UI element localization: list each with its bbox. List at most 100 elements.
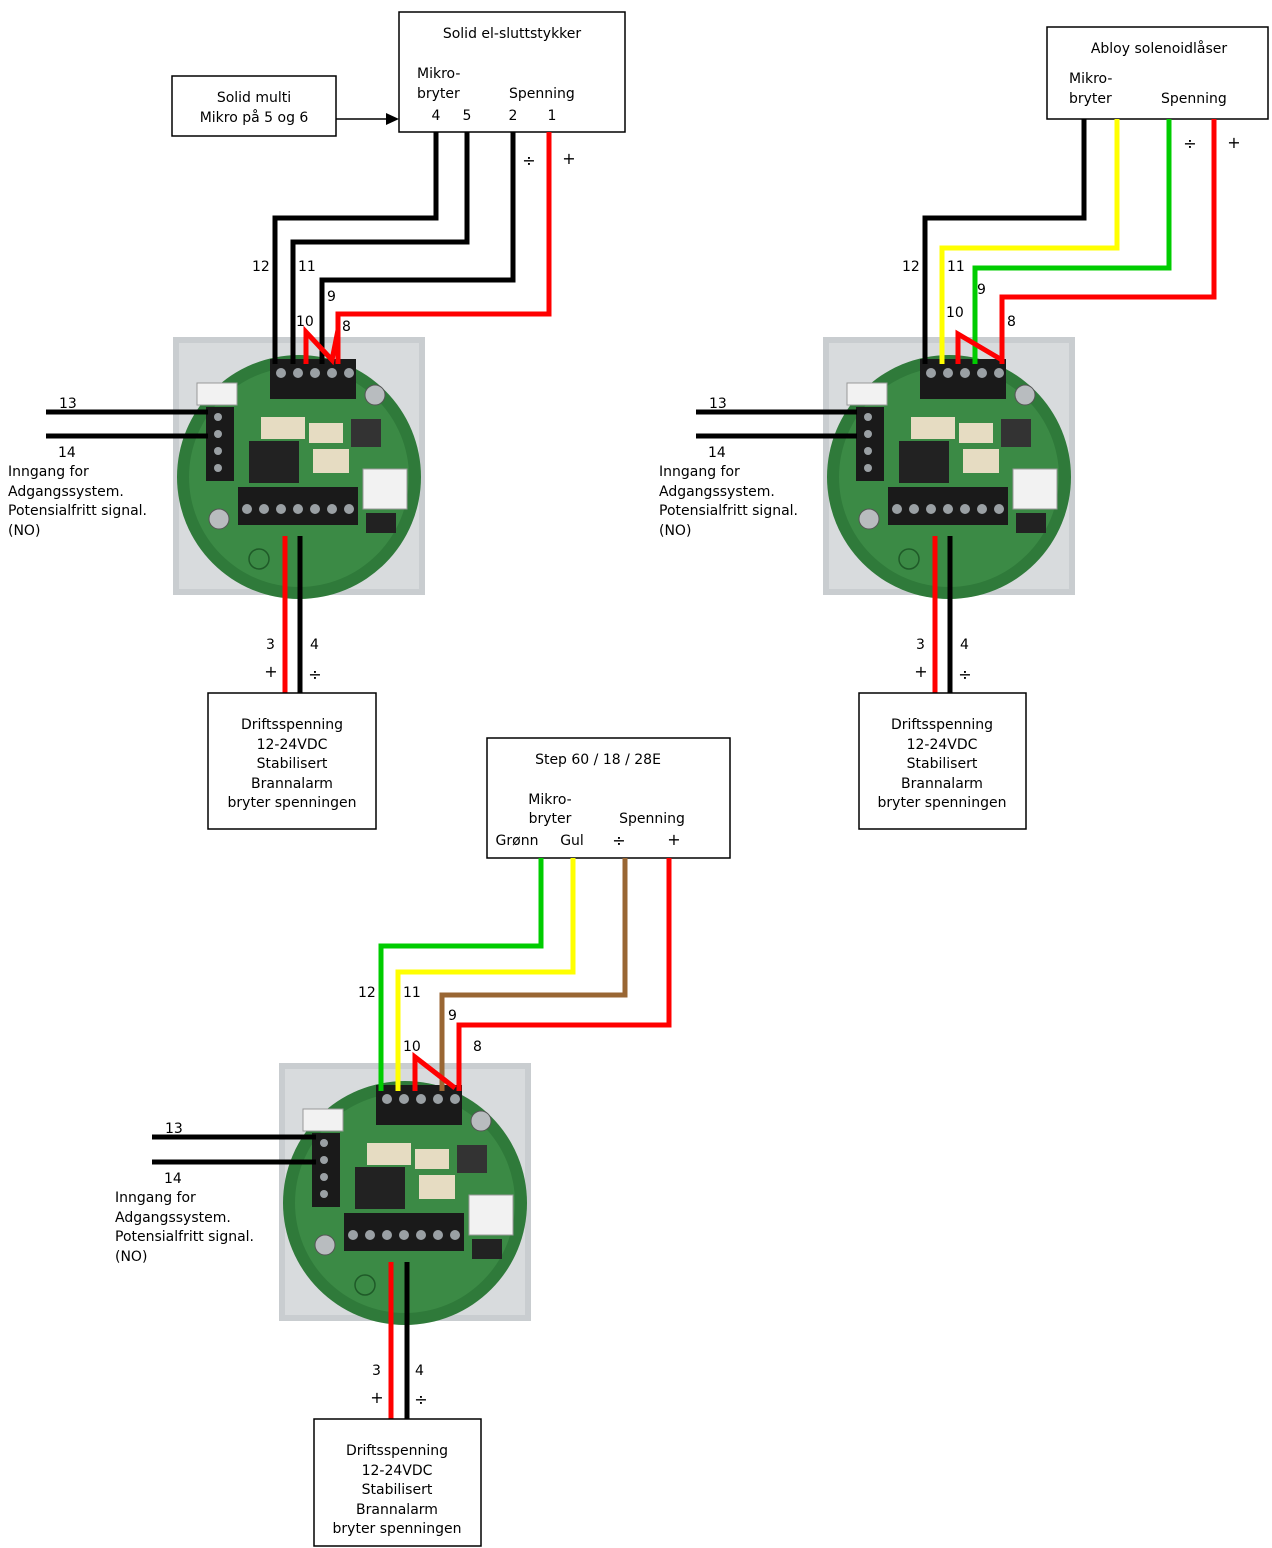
step-gronn: Grønn — [496, 833, 539, 849]
solid-el-t2: 2 — [509, 108, 518, 124]
power-plus: + — [370, 1388, 383, 1407]
solid-el-mikro-line2: bryter — [417, 86, 460, 102]
solid-el-t1: 1 — [548, 108, 557, 124]
power-line1: Driftsspenning — [241, 717, 343, 733]
power-line1: Driftsspenning — [346, 1443, 448, 1459]
jumper-10 — [955, 329, 1004, 364]
step-gul: Gul — [560, 833, 584, 849]
label-14: 14 — [58, 445, 76, 461]
jumper-10 — [412, 1051, 457, 1091]
abloy-title: Abloy solenoidlåser — [1091, 40, 1228, 57]
label-8: 8 — [473, 1039, 482, 1055]
wire-9 — [972, 119, 1172, 364]
power-box-3 — [313, 1418, 482, 1547]
power-minus: ÷ — [958, 665, 971, 684]
arrowhead-icon — [386, 113, 399, 125]
power-line1: Driftsspenning — [891, 717, 993, 733]
diagram-solid: Solid multi Mikro på 5 og 6 Solid el-slu… — [8, 11, 626, 830]
diagram-abloy: Abloy solenoidlåser Mikro- bryter Spenni… — [659, 26, 1269, 830]
solid-multi-line1: Solid multi — [217, 90, 291, 106]
power-line2: 12-24VDC — [362, 1463, 433, 1479]
abloy-minus: ÷ — [1183, 134, 1196, 153]
label-4: 4 — [310, 637, 319, 653]
step-mikro-line2: bryter — [529, 811, 572, 827]
label-10: 10 — [296, 314, 314, 330]
solid-el-spenning: Spenning — [509, 86, 575, 102]
wire-12 — [272, 132, 439, 364]
input-note-line1: Inngang for — [659, 464, 740, 480]
input-note-line3: Potensialfritt signal. — [659, 503, 798, 519]
label-12: 12 — [902, 259, 920, 275]
label-13: 13 — [59, 396, 77, 412]
wire-8 — [999, 119, 1217, 364]
power-line5: bryter spenningen — [333, 1521, 462, 1537]
power-line4: Brannalarm — [901, 776, 983, 792]
label-12: 12 — [252, 259, 270, 275]
diagram-step: Step 60 / 18 / 28E Mikro- bryter Spennin… — [115, 737, 731, 1547]
input-note-line4: (NO) — [8, 523, 40, 539]
step-plus: + — [667, 830, 680, 849]
label-3: 3 — [372, 1363, 381, 1379]
label-13: 13 — [165, 1121, 183, 1137]
power-minus: ÷ — [414, 1390, 427, 1409]
solid-el-plus: + — [562, 149, 575, 168]
input-note-line4: (NO) — [115, 1249, 147, 1265]
wire-9 — [319, 132, 516, 364]
label-3: 3 — [916, 637, 925, 653]
input-note-line3: Potensialfritt signal. — [8, 503, 147, 519]
step-title: Step 60 / 18 / 28E — [535, 752, 661, 768]
solid-el-t5: 5 — [463, 108, 472, 124]
step-box — [486, 737, 731, 859]
label-8: 8 — [1007, 314, 1016, 330]
input-note-line2: Adgangssystem. — [659, 484, 775, 500]
label-10: 10 — [946, 305, 964, 321]
label-4: 4 — [415, 1363, 424, 1379]
input-note-line1: Inngang for — [8, 464, 89, 480]
jumper-10 — [303, 325, 341, 366]
power-line3: Stabilisert — [362, 1482, 433, 1498]
abloy-plus: + — [1227, 133, 1240, 152]
power-line5: bryter spenningen — [878, 795, 1007, 811]
abloy-mikro-line2: bryter — [1069, 91, 1112, 107]
label-11: 11 — [403, 985, 421, 1001]
input-note-line4: (NO) — [659, 523, 691, 539]
power-minus: ÷ — [308, 665, 321, 684]
power-plus: + — [264, 662, 277, 681]
abloy-spenning: Spenning — [1161, 91, 1227, 107]
wire-8 — [335, 132, 552, 364]
step-minus: ÷ — [612, 831, 625, 850]
label-14: 14 — [708, 445, 726, 461]
abloy-mikro-line1: Mikro- — [1069, 71, 1112, 87]
power-plus: + — [914, 662, 927, 681]
label-11: 11 — [947, 259, 965, 275]
step-mikro-line1: Mikro- — [528, 792, 571, 808]
power-line3: Stabilisert — [907, 756, 978, 772]
solid-el-t4: 4 — [432, 108, 441, 124]
power-line2: 12-24VDC — [257, 737, 328, 753]
power-box-1 — [207, 692, 377, 830]
label-9: 9 — [448, 1008, 457, 1024]
wire-11 — [395, 858, 576, 1091]
label-9: 9 — [977, 282, 986, 298]
abloy-box — [1046, 26, 1269, 120]
solid-el-title: Solid el-sluttstykker — [443, 26, 582, 42]
wire-11 — [939, 119, 1120, 364]
input-note-line2: Adgangssystem. — [8, 484, 124, 500]
solid-multi-line2: Mikro på 5 og 6 — [200, 109, 309, 126]
wire-12 — [378, 858, 544, 1091]
label-3: 3 — [266, 637, 275, 653]
power-line5: bryter spenningen — [228, 795, 357, 811]
label-13: 13 — [709, 396, 727, 412]
input-note-line1: Inngang for — [115, 1190, 196, 1206]
wire-11 — [290, 132, 470, 364]
input-note-line3: Potensialfritt signal. — [115, 1229, 254, 1245]
wire-9 — [439, 858, 628, 1091]
label-9: 9 — [327, 289, 336, 305]
label-14: 14 — [164, 1171, 182, 1187]
power-line3: Stabilisert — [257, 756, 328, 772]
label-8: 8 — [342, 319, 351, 335]
wire-8 — [456, 858, 672, 1091]
solid-multi-box — [171, 75, 337, 137]
power-line4: Brannalarm — [251, 776, 333, 792]
